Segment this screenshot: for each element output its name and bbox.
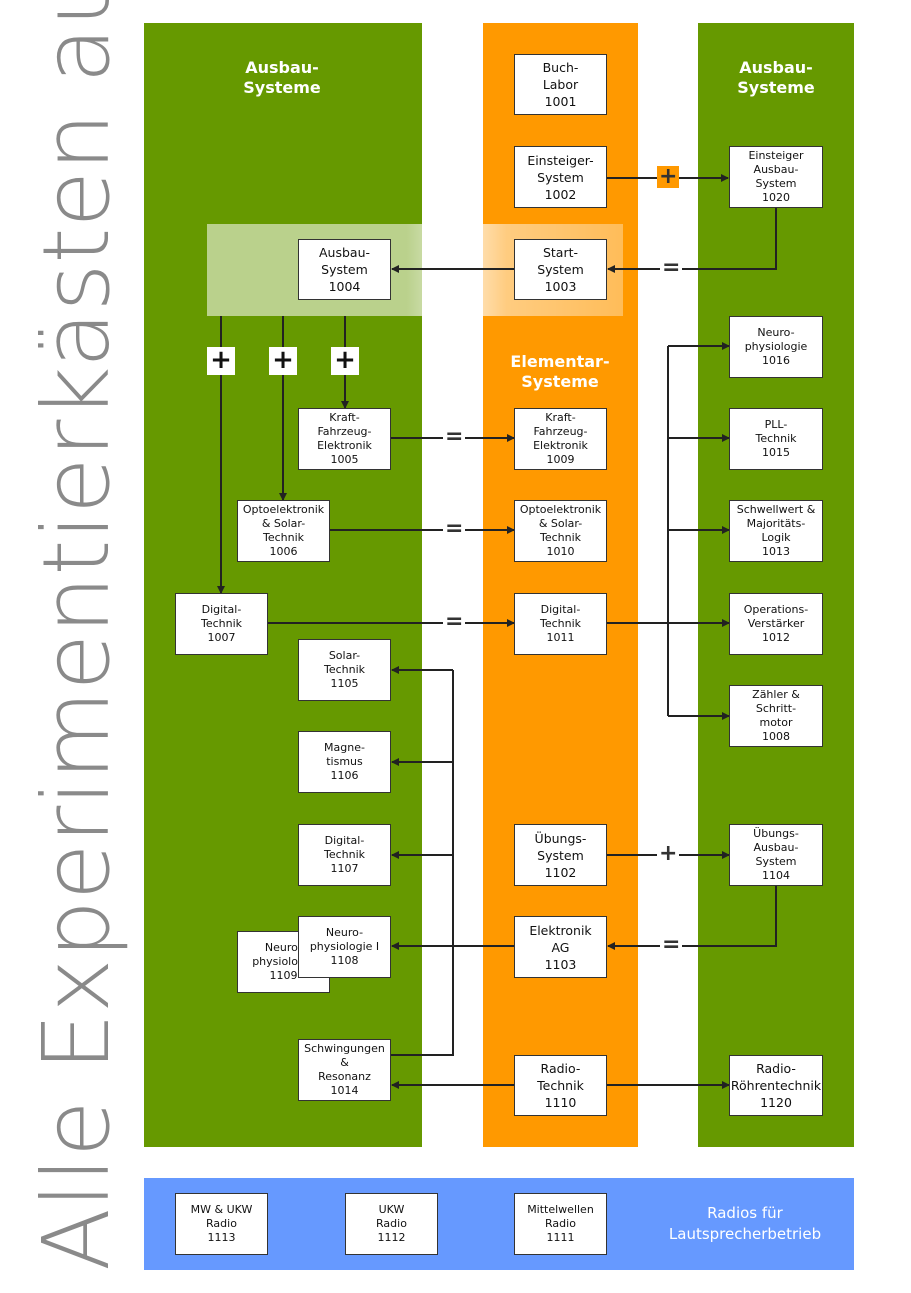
middle-column-header: Elementar- Systeme (510, 352, 610, 391)
left-column-header: Ausbau- Systeme (243, 58, 321, 97)
box-1110: Radio- Technik 1110 (514, 1055, 607, 1116)
equals-sign-1005-1009: = (443, 424, 466, 449)
box-1020: Einsteiger Ausbau- System 1020 (729, 146, 823, 208)
arrow-1104-1103 (607, 885, 777, 950)
box-1113: MW & UKW Radio 1113 (175, 1193, 268, 1255)
plus-sign-1002-1020: + (657, 164, 680, 189)
box-1108: Neuro- physiologie I 1108 (298, 916, 391, 978)
box-1012: Operations- Verstärker 1012 (729, 593, 823, 655)
equals-sign-1104-1103: = (660, 932, 683, 957)
box-1107: Digital- Technik 1107 (298, 824, 391, 886)
right-column-header: Ausbau- Systeme (737, 58, 815, 97)
box-1009: Kraft- Fahrzeug- Elektronik 1009 (514, 408, 607, 470)
box-1120: Radio- Röhrentechnik 1120 (729, 1055, 823, 1116)
box-1002: Einsteiger- System 1002 (514, 146, 607, 208)
box-1006: Optoelektronik & Solar- Technik 1006 (237, 500, 330, 562)
radios-label: Radios für Lautsprecherbetrieb (668, 1204, 822, 1243)
equals-sign-1020-1003: = (660, 255, 683, 280)
box-1005: Kraft- Fahrzeug- Elektronik 1005 (298, 408, 391, 470)
equals-sign-1006-1010: = (443, 516, 466, 541)
box-1007: Digital- Technik 1007 (175, 593, 268, 655)
box-1001: Buch- Labor 1001 (514, 54, 607, 115)
box-1106: Magne- tismus 1106 (298, 731, 391, 793)
box-1003: Start- System 1003 (514, 239, 607, 300)
box-1105: Solar- Technik 1105 (298, 639, 391, 701)
box-1011: Digital- Technik 1011 (514, 593, 607, 655)
box-1102: Übungs- System 1102 (514, 824, 607, 886)
box-1015: PLL- Technik 1015 (729, 408, 823, 470)
box-1111: Mittelwellen Radio 1111 (514, 1193, 607, 1255)
plus-square-1006: + (269, 347, 297, 375)
box-1008: Zähler & Schritt- motor 1008 (729, 685, 823, 747)
box-1014: Schwingungen & Resonanz 1014 (298, 1039, 391, 1101)
box-1013: Schwellwert & Majoritäts- Logik 1013 (729, 500, 823, 562)
bus-left (391, 670, 454, 1056)
box-1104: Übungs- Ausbau- System 1104 (729, 824, 823, 886)
box-1103: Elektronik AG 1103 (514, 916, 607, 978)
plus-sign-1102-1104: + (657, 841, 680, 866)
plus-square-1005: + (331, 347, 359, 375)
equals-sign-1007-1011: = (443, 609, 466, 634)
arrow-1020-1003 (607, 208, 777, 273)
box-1016: Neuro- physiologie 1016 (729, 316, 823, 378)
box-1112: UKW Radio 1112 (345, 1193, 438, 1255)
plus-square-1007: + (207, 347, 235, 375)
box-1010: Optoelektronik & Solar- Technik 1010 (514, 500, 607, 562)
box-1004: Ausbau- System 1004 (298, 239, 391, 300)
